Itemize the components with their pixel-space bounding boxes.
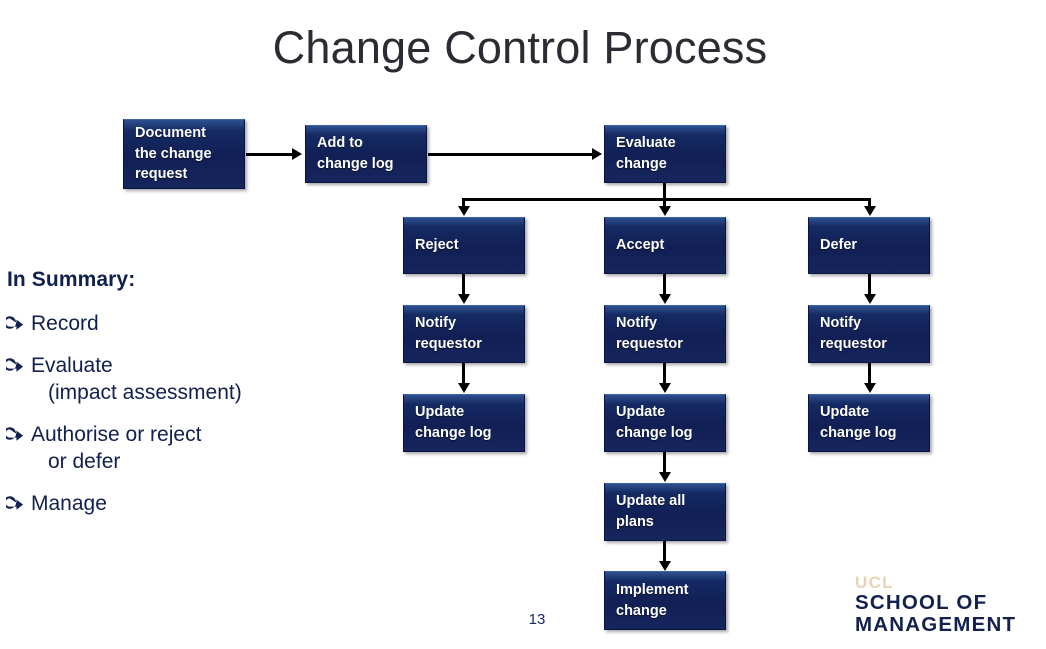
summary-item-text: Record — [31, 311, 306, 337]
flow-node-line: Defer — [820, 237, 858, 254]
flow-node-add-to-change-log[interactable]: Add to change log — [305, 125, 427, 183]
flow-node-line: change log — [415, 425, 492, 441]
flow-node-line: change — [616, 156, 667, 172]
summary-item-line2: (impact assessment) — [48, 380, 242, 404]
arrowhead-accept-notify-to-update — [659, 383, 671, 393]
flow-node-line: Notify — [415, 315, 457, 332]
arrowhead-accept-update-to-plans — [659, 472, 671, 482]
logo-school-text: SCHOOL OF — [855, 591, 988, 614]
flow-node-evaluate-change[interactable]: Evaluate change — [604, 125, 726, 183]
flow-node-update-all-plans[interactable]: Update all plans — [604, 483, 726, 541]
summary-item-record: Record — [6, 311, 306, 337]
flow-node-accept[interactable]: Accept — [604, 217, 726, 274]
connector-reject-notify-to-update — [462, 363, 465, 385]
page-title-text: Change Control Process — [272, 22, 768, 73]
arrow-bullet-icon — [6, 313, 31, 332]
flow-node-accept-update-change-log[interactable]: Update change log — [604, 394, 726, 452]
flow-node-accept-notify-requestor[interactable]: Notify requestor — [604, 305, 726, 363]
flow-node-line: Update — [616, 404, 666, 421]
connector-evaluate-down — [663, 183, 666, 201]
flow-node-line: Reject — [415, 237, 459, 254]
arrowhead-branch-reject — [458, 206, 470, 216]
logo-ucl-text: UCL — [855, 573, 894, 592]
summary-item-line1: Authorise or reject — [31, 423, 202, 447]
flow-node-line: requestor — [415, 336, 482, 352]
flow-node-defer-notify-requestor[interactable]: Notify requestor — [808, 305, 930, 363]
flow-node-line: change — [616, 602, 667, 619]
summary-item-line1: Manage — [31, 492, 107, 516]
flow-node-document-the-change-request[interactable]: Document the change request — [123, 119, 245, 189]
flow-node-line: Notify — [820, 315, 862, 332]
flow-node-line: Implement — [616, 581, 689, 598]
summary-item-line2: or defer — [48, 449, 121, 473]
connector-branch-left-drop — [462, 198, 465, 207]
flow-node-implement-change[interactable]: Implement change — [604, 571, 726, 630]
arrowhead-plans-to-implement — [659, 561, 671, 571]
connector-branch-bar — [462, 198, 871, 201]
arrowhead-document-to-addlog — [292, 148, 302, 160]
arrow-bullet-icon — [6, 493, 31, 512]
summary-item-text: Evaluate(impact assessment) — [31, 353, 306, 406]
arrow-bullet-icon — [6, 355, 31, 374]
summary-item-line1: Evaluate — [31, 354, 113, 378]
connector-addlog-to-evaluate — [428, 153, 592, 156]
page-title: Change Control Process — [0, 22, 1046, 74]
flow-node-line: Evaluate — [616, 135, 676, 152]
arrowhead-addlog-to-evaluate — [592, 148, 602, 160]
flow-node-line: request — [135, 166, 188, 183]
flow-node-line: Update — [415, 404, 465, 421]
arrowhead-reject-to-notify — [458, 294, 470, 304]
flow-node-line: change log — [820, 425, 897, 441]
flow-node-defer[interactable]: Defer — [808, 217, 930, 274]
flow-node-reject-notify-requestor[interactable]: Notify requestor — [403, 305, 525, 363]
flow-node-line: Add to — [317, 135, 363, 152]
connector-defer-notify-to-update — [868, 363, 871, 385]
connector-branch-center-drop — [663, 198, 666, 207]
flow-node-line: the change — [135, 145, 212, 162]
arrowhead-reject-notify-to-update — [458, 383, 470, 393]
summary-item-evaluate: Evaluate(impact assessment) — [6, 353, 306, 406]
flow-node-line: plans — [616, 514, 654, 530]
arrowhead-defer-notify-to-update — [864, 383, 876, 393]
connector-accept-notify-to-update — [663, 363, 666, 385]
flow-node-line: Update all — [616, 493, 686, 510]
connector-document-to-addlog — [246, 153, 292, 156]
logo-management-text: MANAGEMENT — [855, 612, 1017, 636]
flow-node-line: change log — [317, 156, 394, 172]
arrowhead-accept-to-notify — [659, 294, 671, 304]
flow-node-line: Notify — [616, 315, 658, 332]
connector-accept-to-notify — [663, 274, 666, 296]
flow-node-reject[interactable]: Reject — [403, 217, 525, 274]
flow-node-line: Document — [135, 125, 206, 142]
summary-heading: In Summary: — [7, 268, 136, 291]
connector-defer-to-notify — [868, 274, 871, 296]
summary-item-line1: Record — [31, 312, 99, 335]
connector-accept-update-to-plans — [663, 452, 666, 474]
flow-node-defer-update-change-log[interactable]: Update change log — [808, 394, 930, 452]
flow-node-line: requestor — [616, 336, 683, 352]
arrowhead-branch-defer — [864, 206, 876, 216]
flow-node-line: Update — [820, 404, 870, 421]
flow-node-reject-update-change-log[interactable]: Update change log — [403, 394, 525, 452]
connector-reject-to-notify — [462, 274, 465, 296]
flow-node-line: requestor — [820, 336, 887, 352]
flow-node-line: change log — [616, 425, 693, 441]
summary-item-manage: Manage — [6, 491, 306, 517]
page-number: 13 — [528, 611, 546, 628]
connector-plans-to-implement — [663, 541, 666, 563]
arrowhead-branch-accept — [659, 206, 671, 216]
summary-panel: In Summary: Record Evaluate(impact asses… — [6, 268, 306, 534]
arrow-bullet-icon — [6, 424, 31, 443]
connector-branch-right-drop — [868, 198, 871, 207]
ucl-school-of-management-logo: UCL SCHOOL OF MANAGEMENT — [855, 574, 1016, 635]
arrowhead-defer-to-notify — [864, 294, 876, 304]
summary-item-text: Manage — [31, 491, 306, 517]
flow-node-line: Accept — [616, 237, 665, 254]
